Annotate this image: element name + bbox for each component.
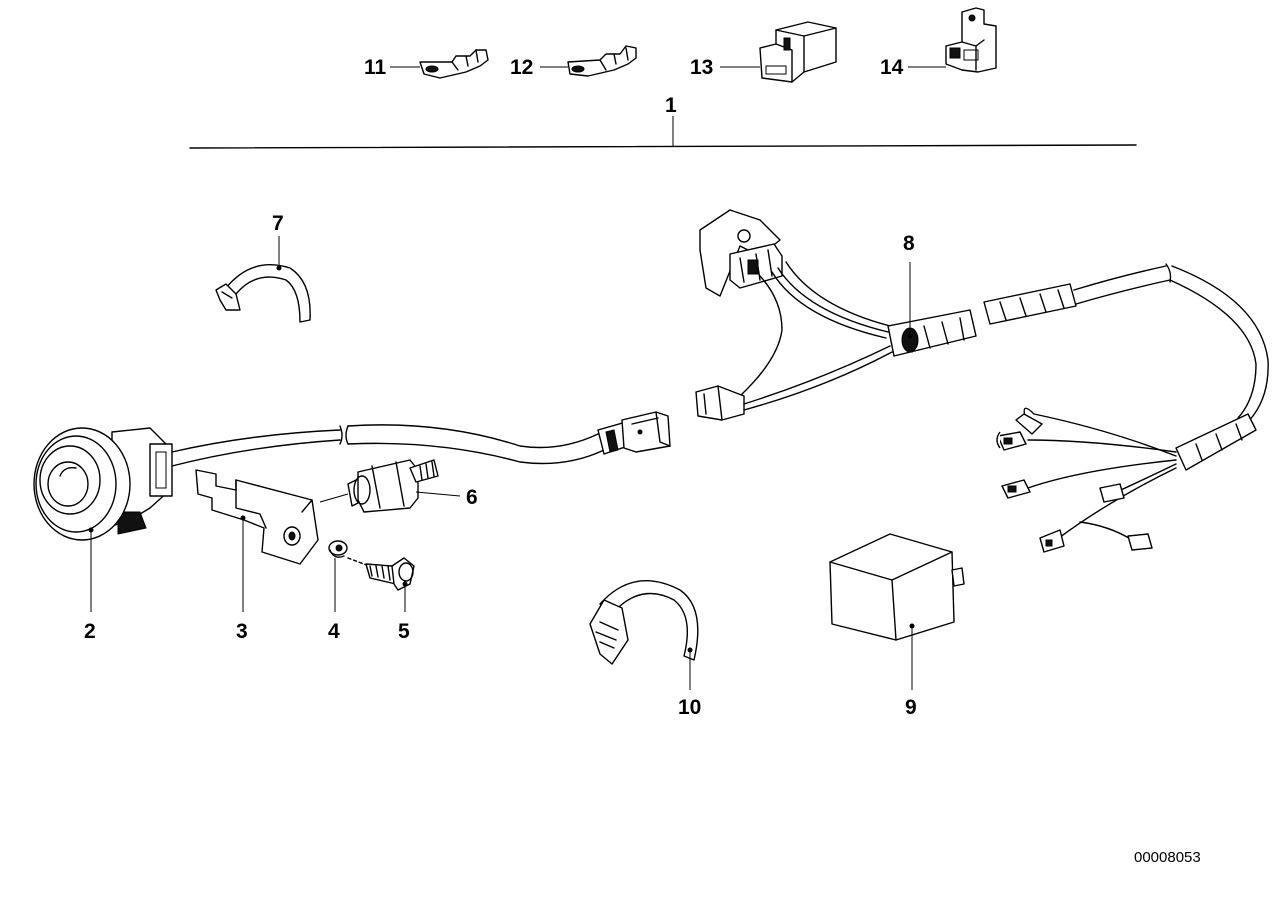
- callout-2: 2: [84, 620, 96, 643]
- part-5-screw[interactable]: [347, 557, 415, 591]
- part-10-cable-tie[interactable]: [589, 580, 699, 665]
- part-2-alarm-siren[interactable]: [33, 427, 173, 541]
- callout-14: 14: [880, 56, 904, 79]
- document-id: 00008053: [1134, 849, 1201, 866]
- callout-11: 11: [364, 56, 387, 79]
- siren-cable: [171, 411, 671, 467]
- part-7-cable-clip[interactable]: [215, 264, 311, 323]
- callout-13: 13: [690, 56, 713, 79]
- callout-1: 1: [665, 94, 677, 117]
- callout-8: 8: [903, 232, 915, 255]
- part-8-wiring-harness[interactable]: [695, 209, 1269, 553]
- part-3-bracket[interactable]: [195, 469, 319, 565]
- part-6-contact-switch[interactable]: [319, 459, 461, 513]
- callout-9: 9: [905, 696, 917, 719]
- assembly-bracket-line: [189, 144, 1137, 149]
- part-14-plug-housing[interactable]: [908, 7, 997, 73]
- callout-12: 12: [510, 56, 533, 79]
- callout-7: 7: [272, 212, 284, 235]
- part-13-plug-housing[interactable]: [720, 21, 837, 83]
- part-12-flat-terminal[interactable]: [540, 45, 637, 77]
- part-11-flat-terminal[interactable]: [390, 49, 489, 79]
- callout-5: 5: [398, 620, 410, 643]
- part-9-control-module[interactable]: [829, 533, 965, 641]
- callout-4: 4: [328, 620, 340, 643]
- callout-10: 10: [678, 696, 701, 719]
- part-4-washer[interactable]: [328, 540, 348, 558]
- callout-6: 6: [466, 486, 478, 509]
- callout-3: 3: [236, 620, 248, 643]
